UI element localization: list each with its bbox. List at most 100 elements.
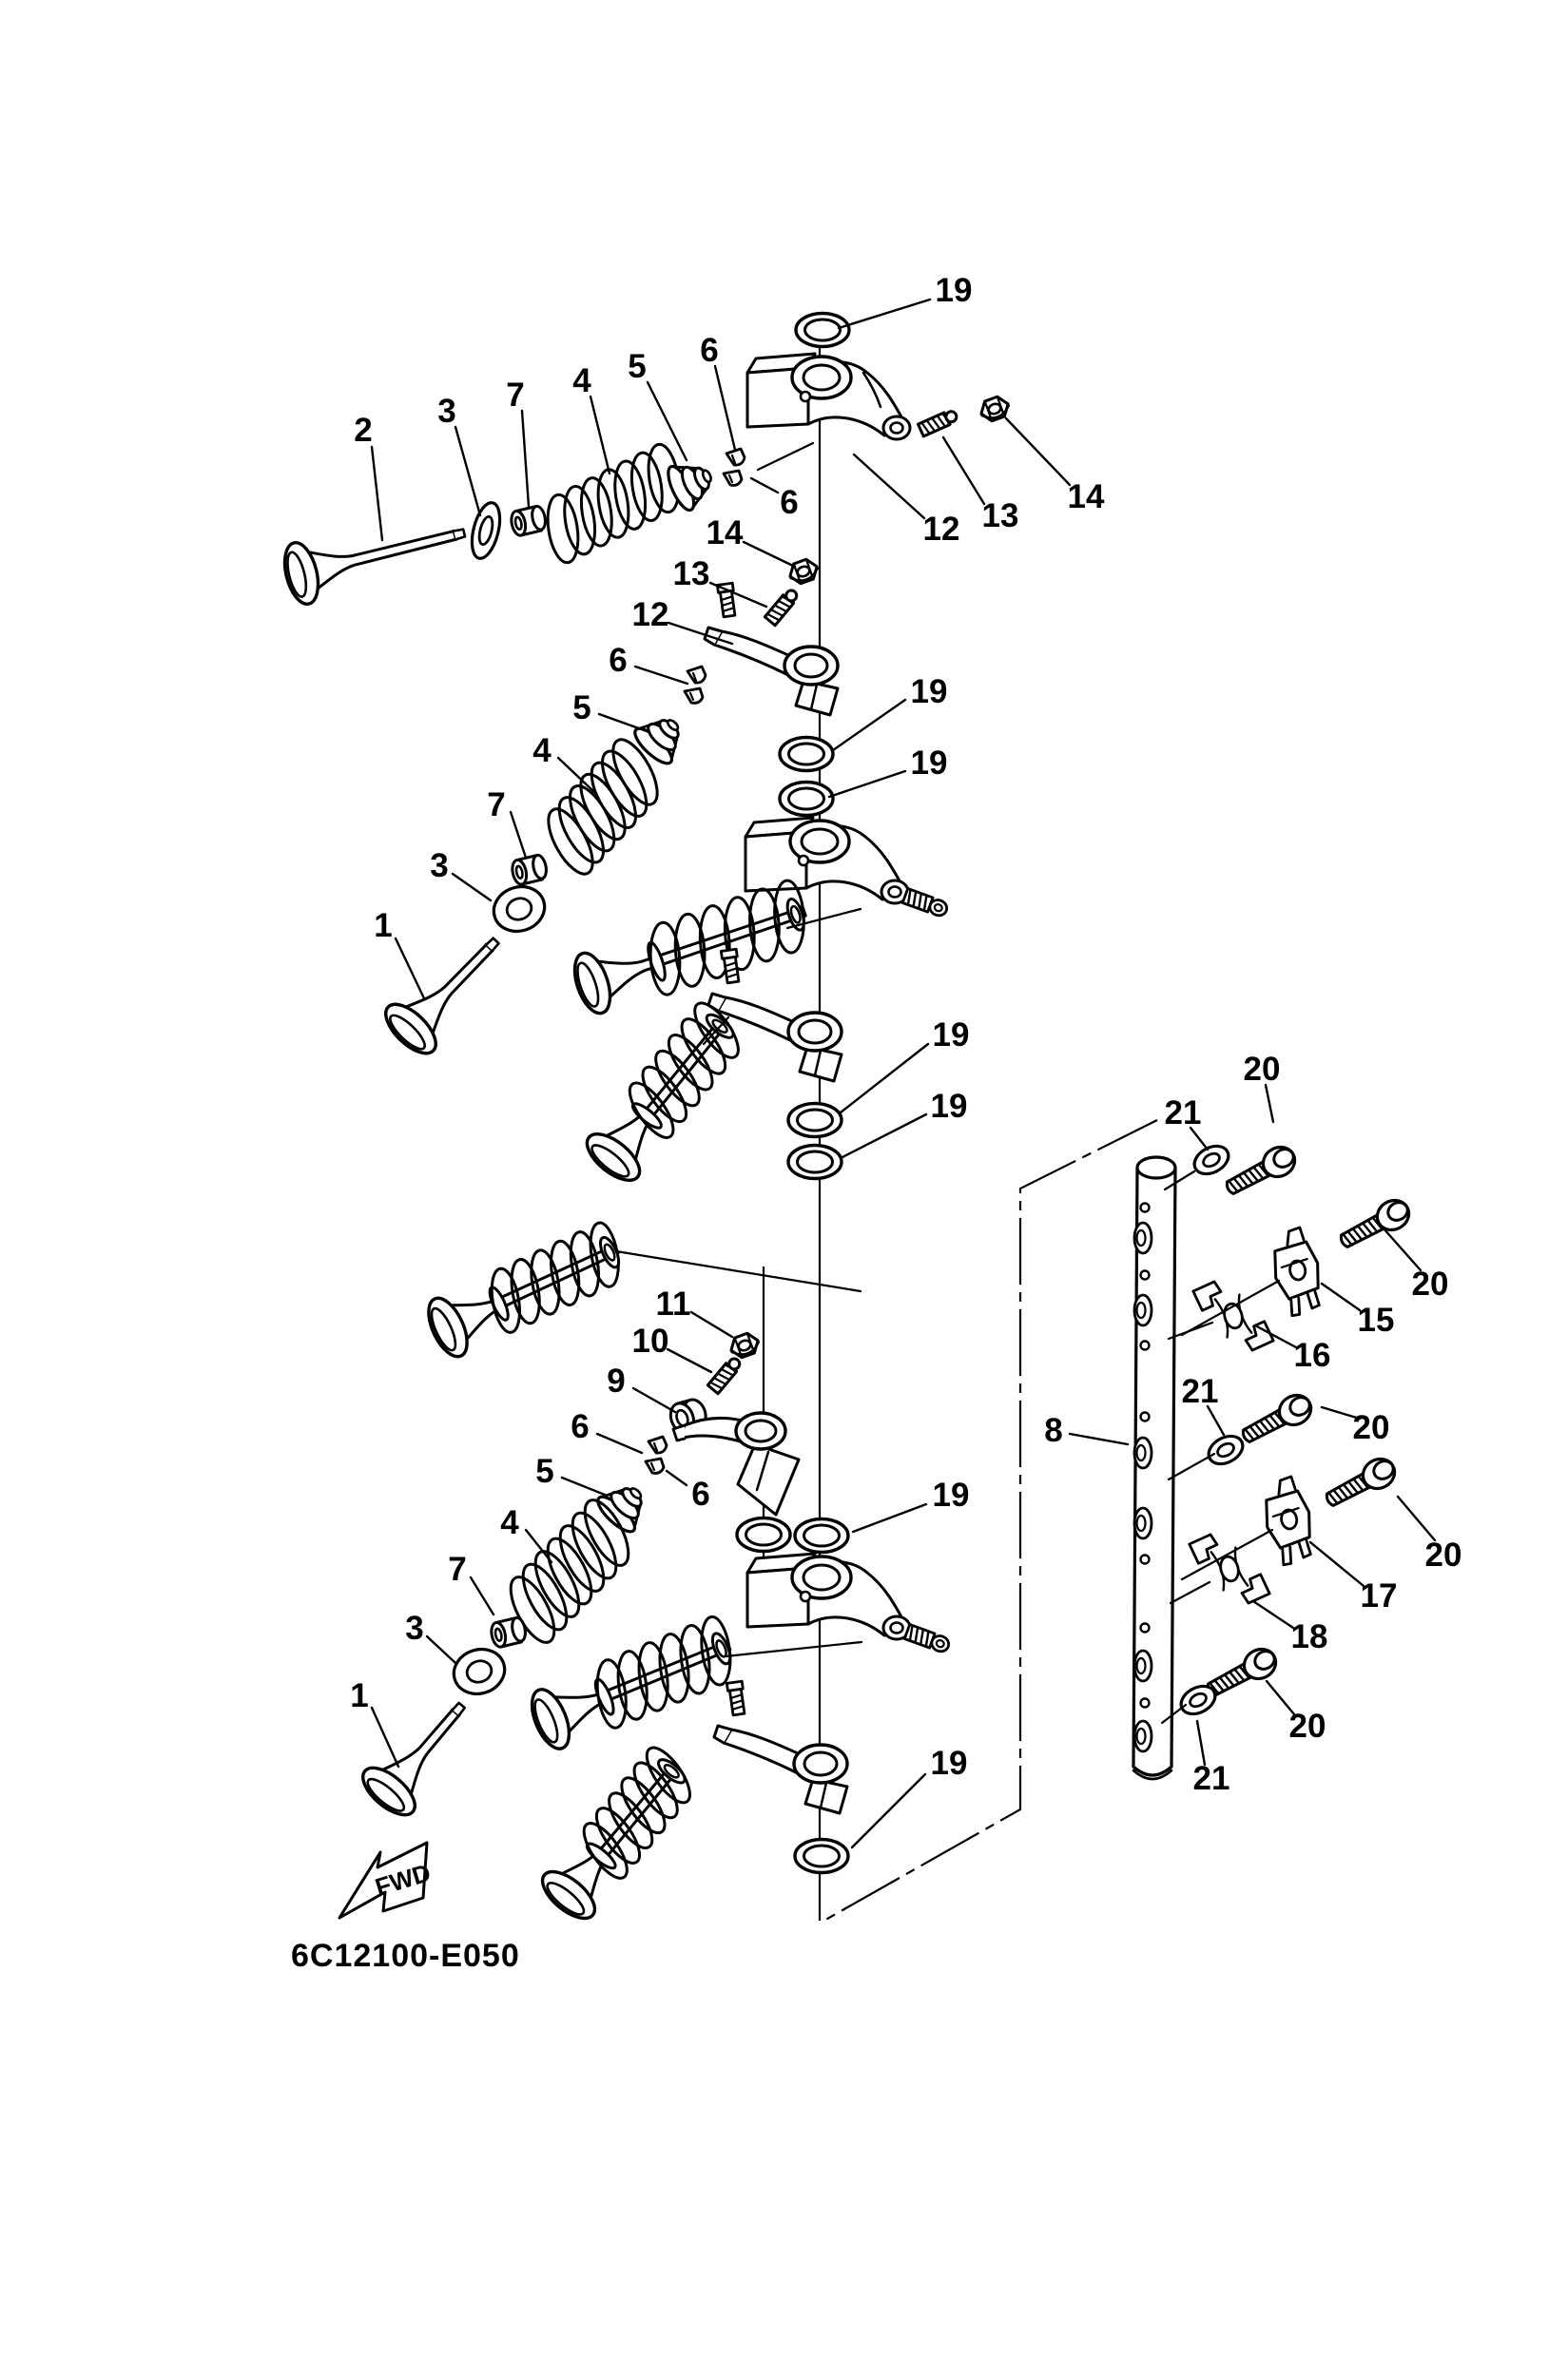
part-oring-19 [794, 311, 851, 349]
callout-number-7: 7 [448, 1551, 466, 1588]
callout-number-8: 8 [1044, 1412, 1062, 1449]
callout-3: 3 [430, 847, 493, 902]
callout-20: 20 [1244, 1051, 1280, 1124]
callout-number-21: 21 [1165, 1094, 1202, 1131]
part-clip-17 [1265, 1475, 1312, 1567]
part-rocker-arm [744, 816, 949, 918]
callout-number-19: 19 [931, 1088, 968, 1125]
spacer-body [510, 504, 547, 537]
clip-body [1191, 1280, 1275, 1352]
callout-19: 19 [850, 1745, 967, 1849]
fwd-arrow-outline [338, 1841, 429, 1920]
valve-body [361, 1701, 467, 1817]
section-plane-outline [820, 1119, 1158, 1924]
callout-number-4: 4 [500, 1504, 519, 1541]
callout-17: 17 [1308, 1540, 1397, 1615]
callout-20: 20 [1382, 1227, 1449, 1303]
clip-body [1265, 1475, 1312, 1567]
callout-19: 19 [827, 744, 947, 799]
callout-number-7: 7 [506, 377, 524, 414]
bolt-shank [1225, 1160, 1272, 1195]
callout-number-7: 7 [487, 786, 505, 823]
part-retainer-5 [596, 1487, 643, 1534]
callout-number-14: 14 [707, 514, 744, 551]
part-valve-spring-assembly [585, 1001, 740, 1182]
part-oring-19 [735, 1516, 792, 1554]
callout-number-21: 21 [1193, 1760, 1230, 1797]
callout-number-1: 1 [350, 1677, 368, 1714]
part-valve-spring-assembly [540, 1746, 691, 1921]
part-washer-3 [452, 1647, 507, 1696]
bolt-body [1225, 1145, 1297, 1195]
callout-11: 11 [656, 1286, 734, 1339]
valve-body [384, 937, 500, 1055]
part-oring-19 [786, 1101, 843, 1139]
callout-number-6: 6 [780, 484, 798, 521]
part-collets-6 [722, 447, 746, 487]
part-bolt-20 [1241, 1393, 1313, 1443]
callout-8: 8 [1044, 1412, 1130, 1449]
callout-number-12: 12 [923, 511, 960, 548]
part-oring-19 [786, 1143, 843, 1181]
callout-5: 5 [535, 1453, 607, 1497]
rocker-body [744, 816, 949, 918]
callout-6: 6 [700, 332, 737, 452]
part-rocker-arm [712, 1679, 849, 1815]
adjuster-mounted [902, 1623, 951, 1653]
callout-15: 15 [1320, 1282, 1395, 1339]
callout-number-10: 10 [632, 1323, 669, 1360]
callout-16: 16 [1253, 1324, 1331, 1374]
part-bolt-20 [1339, 1198, 1411, 1248]
part-spacer-7 [490, 1615, 527, 1649]
part-screw-10 [706, 1357, 742, 1396]
callout-7: 7 [487, 786, 528, 860]
part-bolt-20 [1206, 1647, 1278, 1697]
part-valve-1 [361, 1701, 467, 1817]
callout-13: 13 [673, 555, 768, 609]
callout-number-16: 16 [1294, 1337, 1331, 1374]
retainer-body [596, 1487, 643, 1534]
callout-number-15: 15 [1358, 1302, 1395, 1339]
bolt-body [1339, 1198, 1411, 1248]
callout-number-3: 3 [430, 847, 448, 884]
callout-number-21: 21 [1182, 1373, 1219, 1410]
valve-body [282, 528, 467, 606]
callout-7: 7 [506, 377, 531, 509]
part-rocker-arm [745, 1552, 951, 1653]
callout-20: 20 [1265, 1679, 1326, 1745]
screw-body [917, 410, 958, 438]
valve-spring-body [572, 879, 807, 1015]
callout-number-3: 3 [437, 393, 455, 430]
collet-pair [722, 447, 746, 487]
callout-14: 14 [1004, 416, 1105, 515]
rocker-body [703, 581, 840, 717]
part-retainer-5 [667, 464, 712, 512]
part-collets-6 [644, 1435, 668, 1475]
callout-10: 10 [632, 1323, 713, 1374]
valve-spring-body [427, 1221, 621, 1359]
callout-1: 1 [374, 907, 426, 1000]
part-rocker-arm [707, 947, 843, 1083]
callout-4: 4 [500, 1504, 553, 1564]
callout-14: 14 [707, 514, 797, 569]
callout-4: 4 [532, 732, 596, 794]
callout-6: 6 [665, 1469, 710, 1513]
callout-21: 21 [1182, 1373, 1226, 1437]
callout-number-20: 20 [1412, 1266, 1449, 1303]
callout-number-5: 5 [572, 689, 590, 726]
valve-spring-body [540, 1746, 691, 1921]
callout-20: 20 [1396, 1495, 1462, 1574]
callout-19: 19 [839, 1088, 968, 1160]
callout-number-19: 19 [933, 1016, 970, 1054]
callout-number-20: 20 [1289, 1708, 1326, 1745]
bolt-body [1325, 1457, 1397, 1507]
bolt-body [1241, 1393, 1313, 1443]
callout-number-9: 9 [607, 1363, 625, 1400]
callout-2: 2 [354, 412, 384, 542]
fwd-arrow: FWD [338, 1841, 434, 1920]
callout-6: 6 [749, 476, 799, 521]
part-valve-2 [282, 528, 467, 606]
clip-body [1188, 1533, 1271, 1605]
rocker-body [745, 1552, 951, 1653]
